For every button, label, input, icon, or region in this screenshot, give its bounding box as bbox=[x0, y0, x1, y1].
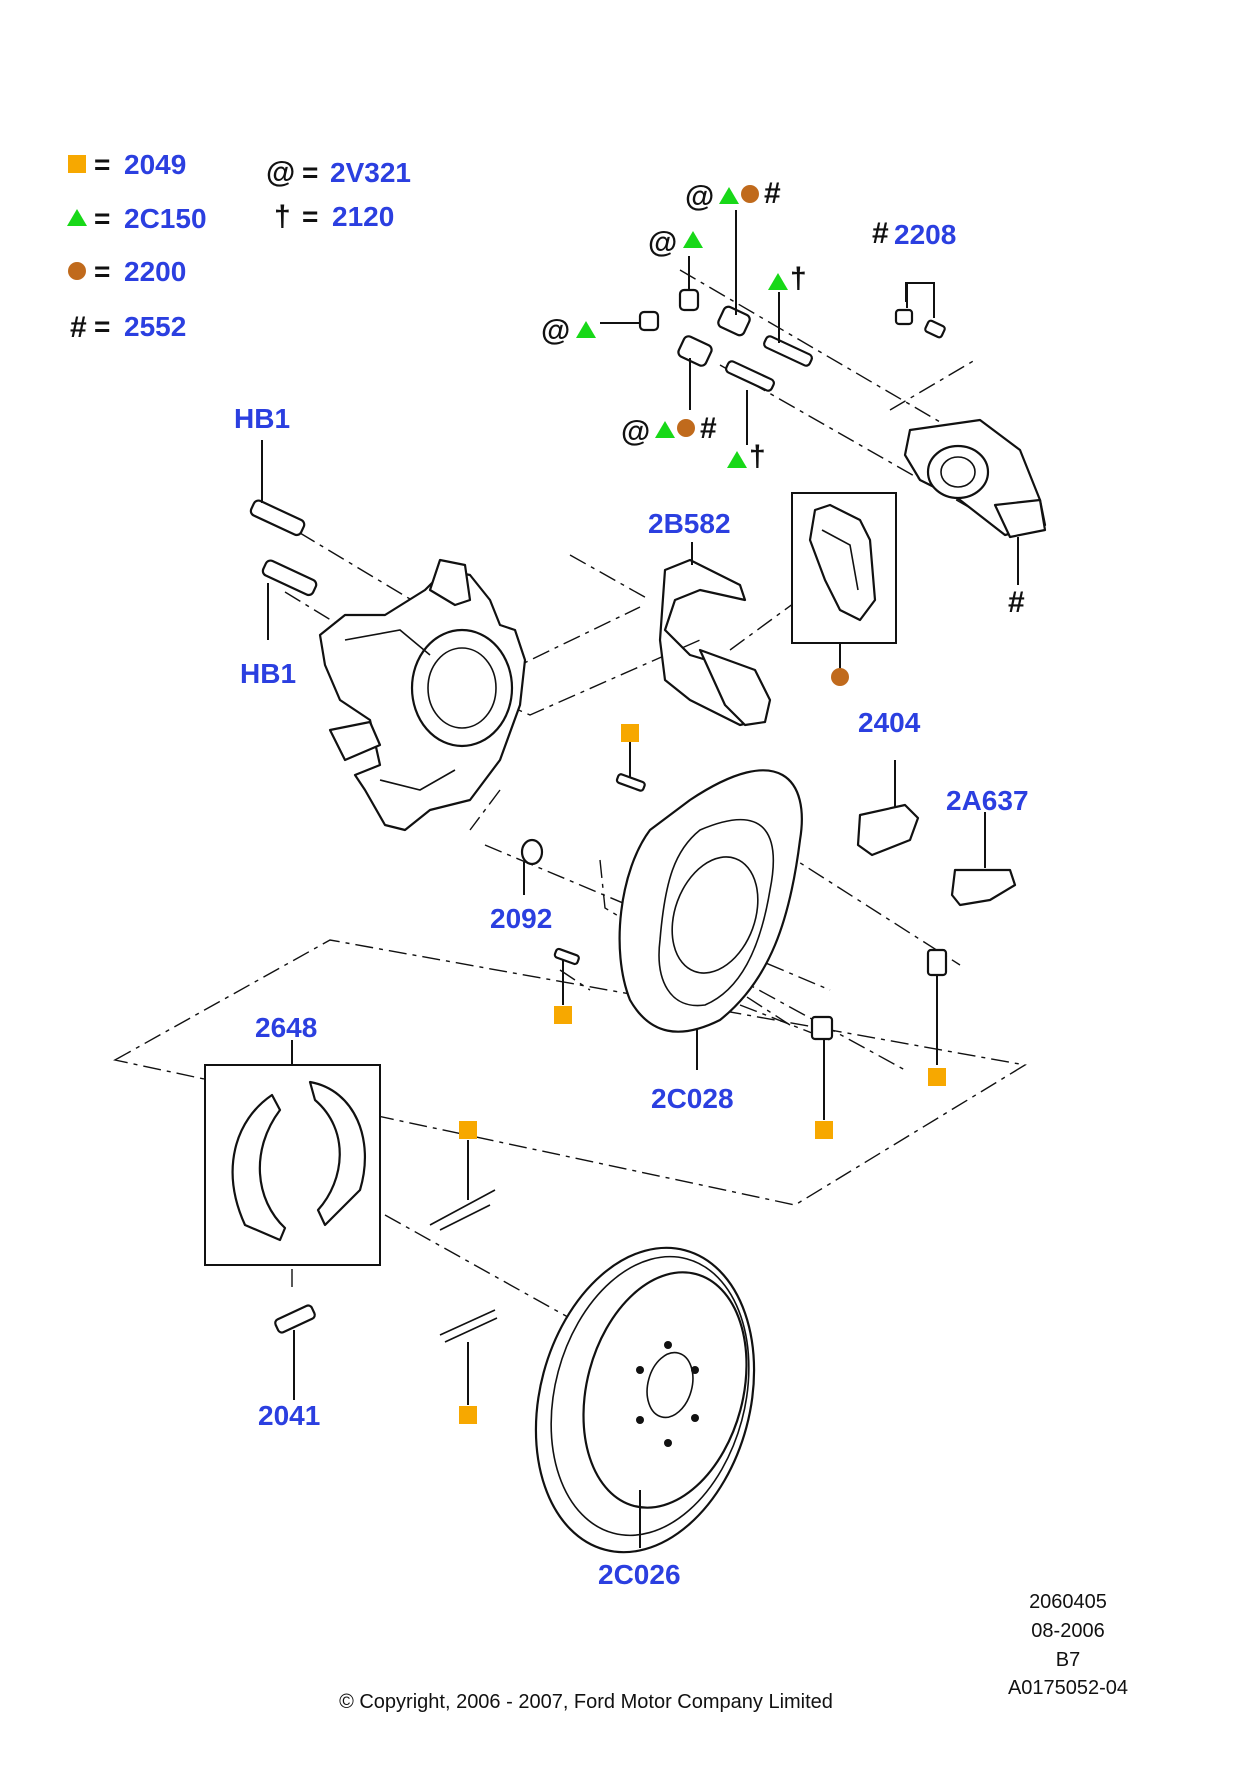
part-label-2c026: 2C026 bbox=[598, 1559, 681, 1590]
dagger-legend-icon: † bbox=[274, 200, 291, 233]
part-labels: HB1 HB1 2208 2B582 2404 2A637 2092 2648 … bbox=[234, 219, 1029, 1590]
hub-bolt-lower bbox=[261, 559, 318, 597]
diagram-ref-number: 2060405 bbox=[1029, 1591, 1107, 1613]
guide-bushing-lower bbox=[677, 335, 713, 367]
bleeder-screw-a bbox=[894, 308, 914, 326]
caliper-bolt-left bbox=[638, 310, 660, 332]
legend-code-2200: 2200 bbox=[124, 256, 186, 287]
legend-code-2c150: 2C150 bbox=[124, 203, 207, 234]
square-legend-icon bbox=[68, 155, 86, 173]
grease-circle-icon bbox=[831, 668, 849, 686]
part-label-2404: 2404 bbox=[858, 707, 921, 738]
part-label-2648: 2648 bbox=[255, 1012, 317, 1043]
brake-rotor bbox=[534, 1246, 756, 1554]
square-symbol bbox=[815, 1121, 833, 1139]
hub-bolt-upper bbox=[249, 499, 306, 537]
triangle-symbol bbox=[768, 273, 788, 290]
circle-legend-icon bbox=[68, 262, 86, 280]
at-symbol: @ bbox=[621, 415, 650, 448]
hash-legend-icon: # bbox=[70, 311, 87, 344]
square-symbol bbox=[928, 1068, 946, 1086]
hash-symbol: # bbox=[1008, 586, 1025, 619]
guide-pin-upper bbox=[763, 335, 813, 367]
part-label-2a637: 2A637 bbox=[946, 785, 1029, 816]
legend-code-2049: 2049 bbox=[124, 149, 186, 180]
steering-knuckle bbox=[318, 558, 527, 832]
hold-down-pin bbox=[274, 1304, 316, 1400]
triangle-symbol bbox=[576, 321, 596, 338]
square-symbol bbox=[459, 1406, 477, 1424]
copyright-notice: © Copyright, 2006 - 2007, Ford Motor Com… bbox=[339, 1691, 833, 1713]
legend-code-2v321: 2V321 bbox=[330, 157, 411, 188]
legend-equals: = bbox=[94, 203, 110, 234]
at-symbol: @ bbox=[648, 226, 677, 259]
legend-equals: = bbox=[94, 311, 110, 342]
square-symbol bbox=[554, 1006, 572, 1024]
legend-equals: = bbox=[302, 157, 318, 188]
diagram-revision: B7 bbox=[1056, 1649, 1080, 1671]
part-label-2041: 2041 bbox=[258, 1400, 320, 1431]
part-label-hb1-top: HB1 bbox=[234, 403, 290, 434]
hash-symbol: # bbox=[872, 217, 889, 250]
diagram-id: A0175052-04 bbox=[1008, 1677, 1128, 1699]
legend-equals: = bbox=[302, 201, 318, 232]
at-symbol: @ bbox=[541, 314, 570, 347]
part-label-2092: 2092 bbox=[490, 903, 552, 934]
hub-bolts bbox=[249, 440, 318, 640]
hash-symbol: # bbox=[764, 177, 781, 210]
triangle-symbol bbox=[719, 187, 739, 204]
brake-caliper: # bbox=[903, 418, 1047, 619]
footer: 2060405 08-2006 B7 A0175052-04 © Copyrig… bbox=[339, 1591, 1128, 1713]
legend-code-2120: 2120 bbox=[332, 201, 394, 232]
parking-brake-lever bbox=[856, 760, 920, 857]
legend-code-2552: 2552 bbox=[124, 311, 186, 342]
caliper-anchor-bracket bbox=[658, 542, 772, 727]
part-label-2208: 2208 bbox=[894, 219, 956, 250]
brake-adjuster bbox=[950, 812, 1017, 907]
triangle-symbol bbox=[727, 451, 747, 468]
brake-backing-plate bbox=[618, 769, 803, 1070]
square-symbol bbox=[621, 724, 639, 742]
dagger-symbol: † bbox=[790, 262, 807, 295]
caliper-hardware bbox=[600, 210, 946, 445]
backing-plate-grommet bbox=[520, 838, 544, 895]
part-label-2b582: 2B582 bbox=[648, 508, 731, 539]
triangle-symbol bbox=[655, 421, 675, 438]
guide-pin-lower bbox=[725, 360, 775, 392]
parking-brake-shoes bbox=[204, 1040, 381, 1266]
triangle-symbol bbox=[683, 231, 703, 248]
caliper-bolt-upper bbox=[678, 288, 700, 312]
symbol-callouts: @ # @ @ † # @ # † bbox=[541, 177, 889, 473]
shoe-springs bbox=[429, 1121, 498, 1424]
circle-symbol bbox=[741, 185, 759, 203]
dagger-symbol: † bbox=[749, 440, 766, 473]
at-symbol: @ bbox=[685, 180, 714, 213]
circle-symbol bbox=[677, 419, 695, 437]
legend-equals: = bbox=[94, 149, 110, 180]
hash-symbol: # bbox=[700, 412, 717, 445]
square-symbol bbox=[459, 1121, 477, 1139]
legend: = 2049 = 2C150 = 2200 # = 2552 @ = 2V321… bbox=[67, 149, 411, 344]
at-legend-icon: @ bbox=[266, 156, 295, 189]
triangle-legend-icon bbox=[67, 209, 87, 226]
bleeder-screw-b bbox=[924, 319, 946, 339]
brake-pad-kit bbox=[791, 492, 897, 686]
part-label-hb1-bottom: HB1 bbox=[240, 658, 296, 689]
part-label-2c028: 2C028 bbox=[651, 1083, 734, 1114]
legend-equals: = bbox=[94, 256, 110, 287]
small-fasteners bbox=[553, 724, 948, 1139]
diagram-date: 08-2006 bbox=[1031, 1620, 1104, 1642]
guide-bushing-top bbox=[717, 305, 751, 337]
